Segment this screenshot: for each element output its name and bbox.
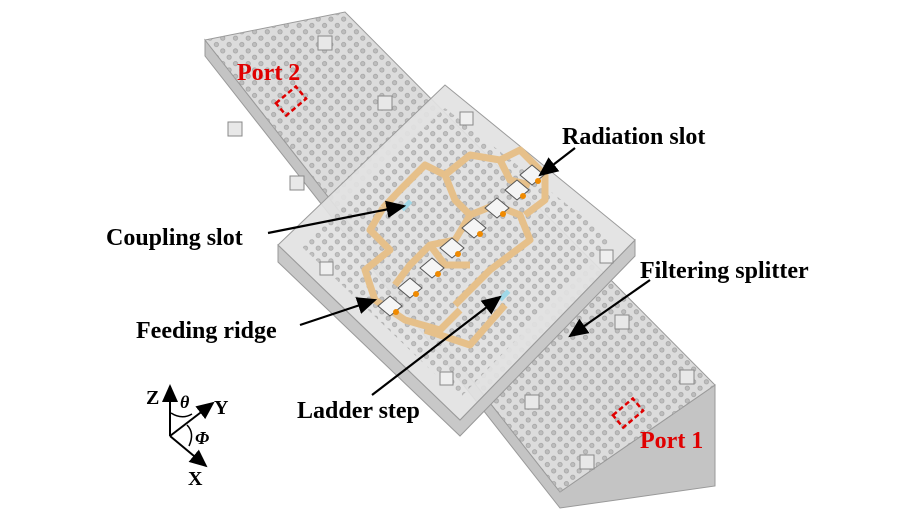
filtering-splitter-label: Filtering splitter xyxy=(640,258,809,284)
axis-y-label: Y xyxy=(214,397,229,419)
radiation-slot-label: Radiation slot xyxy=(562,124,705,150)
theta-label: θ xyxy=(180,392,190,412)
port2-marker xyxy=(274,84,308,118)
feeding-ridge-label: Feeding ridge xyxy=(136,318,277,344)
ladder-step-label: Ladder step xyxy=(297,398,420,424)
port2-label: Port 2 xyxy=(237,60,300,86)
radiation-slots xyxy=(377,164,545,317)
coordinate-axes: Z Y X θ Φ xyxy=(146,384,229,490)
port1-label: Port 1 xyxy=(640,428,703,454)
annotation-arrows xyxy=(267,147,651,396)
axis-x-label: X xyxy=(188,468,203,490)
port1-marker xyxy=(611,396,645,430)
phi-label: Φ xyxy=(195,428,209,448)
axis-z-label: Z xyxy=(146,387,159,409)
coupling-slot-label: Coupling slot xyxy=(106,225,243,251)
